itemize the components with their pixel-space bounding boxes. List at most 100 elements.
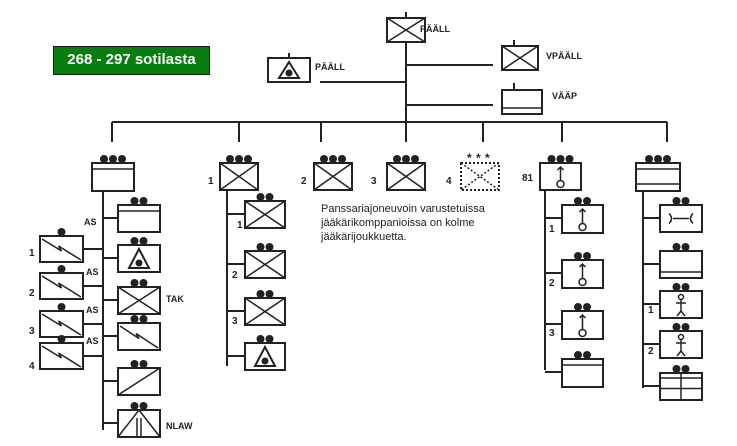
echelon-dot-icon [681, 197, 690, 205]
signal-lightning-icon [41, 313, 82, 336]
echelon-dot-icon [57, 303, 66, 311]
echelon-dot-icon [139, 315, 148, 323]
echelon-dot-icon [556, 155, 565, 163]
signal-lightning-icon [41, 345, 82, 368]
signal-lightning-icon [41, 238, 82, 261]
echelon-dot-icon [109, 155, 117, 163]
echelon-dot-icon [265, 290, 274, 298]
signal-squad-4-unit [39, 335, 84, 370]
commander-label: PÄÄLL [420, 24, 450, 34]
echelon-dot-icon [583, 252, 591, 260]
support-squad-5-unit [659, 365, 703, 401]
unit-frame [460, 162, 500, 191]
mortar-circle-icon [556, 179, 565, 189]
unit-frame [501, 89, 543, 115]
echelon-dot-icon [681, 283, 690, 291]
echelon-dot-icon [256, 335, 265, 343]
platoon-1-number: 1 [208, 176, 214, 187]
echelon-dot-icon [130, 360, 139, 368]
echelon-dot-icon [139, 360, 148, 368]
platoon-4-unit: *** [460, 151, 500, 191]
echelon-dot-icon [645, 155, 653, 163]
unit-symbols: *** [39, 17, 703, 438]
echelon-dot-icon [130, 279, 139, 287]
tak-label: TAK [166, 294, 184, 304]
unit-frame [561, 358, 604, 388]
signal-squad-2-unit [39, 265, 84, 300]
mortar-circle-icon [578, 277, 587, 287]
mortar-squad-2-number: 2 [549, 278, 555, 289]
signal-squad-3-number: 3 [29, 326, 35, 337]
mortar-squad-2-unit [561, 252, 604, 289]
echelon-dot-icon [672, 365, 681, 373]
echelon-dot-icon [681, 365, 690, 373]
platoon-2-unit [313, 155, 353, 191]
platoon-3-unit [386, 155, 426, 191]
echelon-dot-icon [547, 155, 556, 163]
signal-lightning-icon [41, 275, 82, 298]
unit-frame [117, 409, 161, 438]
infantry-cross-icon [244, 250, 286, 279]
platoon-1-unit [219, 155, 259, 191]
echelon-dot-icon [574, 252, 582, 260]
labels: PÄÄLL VPÄÄLL VÄÄP PÄÄLL Panssariajoneuvo… [29, 24, 654, 431]
hq-platoon-unit [91, 155, 135, 192]
p1-squad-3-number: 3 [232, 316, 238, 327]
mortar-squad-1-unit [561, 197, 604, 234]
personnel-legs-icon [676, 349, 686, 357]
echelon-dot-icon [256, 243, 265, 251]
mortar-platoon-number: 81 [522, 173, 534, 184]
signal-lightning-icon [119, 325, 159, 349]
unit-frame [659, 250, 703, 279]
fire-observer-label: PÄÄLL [315, 62, 345, 72]
echelon-dot-icon [583, 303, 591, 311]
echelon-dot-icon [338, 155, 346, 163]
infantry-cross-icon [219, 162, 259, 191]
note-line-2: jääkärikomppanioissa on kolme [320, 217, 474, 229]
echelon-dot-icon [139, 197, 148, 205]
mortar-arrowhead-icon [578, 207, 587, 213]
tak-squad-unit [117, 279, 161, 315]
echelon-dot-icon [130, 402, 139, 410]
note-line-3: jääkärijoukkuetta. [320, 231, 407, 243]
echelon-dot-icon [265, 243, 274, 251]
echelon-dot-icon [574, 303, 582, 311]
echelon-dot-icon [574, 351, 582, 359]
signal-squad-3-unit [39, 303, 84, 338]
medical-squad-unit [117, 360, 161, 396]
fire-observer-unit [267, 57, 311, 83]
nlaw-squad-unit [117, 402, 161, 438]
echelon-dot-icon [663, 155, 671, 163]
p1-squad-3-unit [244, 290, 286, 326]
observer-dot-icon [135, 259, 143, 267]
nlaw-label: NLAW [166, 421, 193, 431]
hq-squad-unit [117, 197, 161, 233]
mortar-arrowhead-icon [556, 165, 565, 171]
echelon-dot-icon [57, 228, 66, 236]
infantry-cross-icon [313, 162, 353, 191]
strength-badge: 268 - 297 sotilasta [53, 46, 210, 75]
mortar-platoon-unit [539, 155, 582, 191]
maintenance-icon [689, 212, 694, 225]
support-platoon-unit [635, 155, 681, 192]
as-tag-3: AS [86, 305, 99, 315]
echelon-dot-icon [256, 290, 265, 298]
echelon-dot-icon [574, 197, 582, 205]
echelon-dot-icon [393, 155, 401, 163]
as-tag-4: AS [86, 336, 99, 346]
observer-squad-unit [117, 237, 161, 273]
p1-squad-1-number: 1 [237, 220, 243, 231]
echelon-dot-icon [139, 237, 148, 245]
signal-squad-1-number: 1 [29, 248, 35, 259]
echelon-dot-icon [672, 283, 681, 291]
echelon-dot-icon [583, 351, 591, 359]
mortar-squad-4-unit [561, 351, 604, 388]
personnel-head-icon [677, 293, 685, 301]
echelon-dot-icon [402, 155, 410, 163]
echelon-dot-icon [244, 155, 252, 163]
note-line-1: Panssariajoneuvoin varustetuissa [321, 203, 486, 215]
p1-squad-2-number: 2 [232, 270, 238, 281]
connector-lines [83, 12, 668, 430]
echelon-dot-icon [583, 197, 591, 205]
support-squad-1-unit [659, 197, 703, 233]
